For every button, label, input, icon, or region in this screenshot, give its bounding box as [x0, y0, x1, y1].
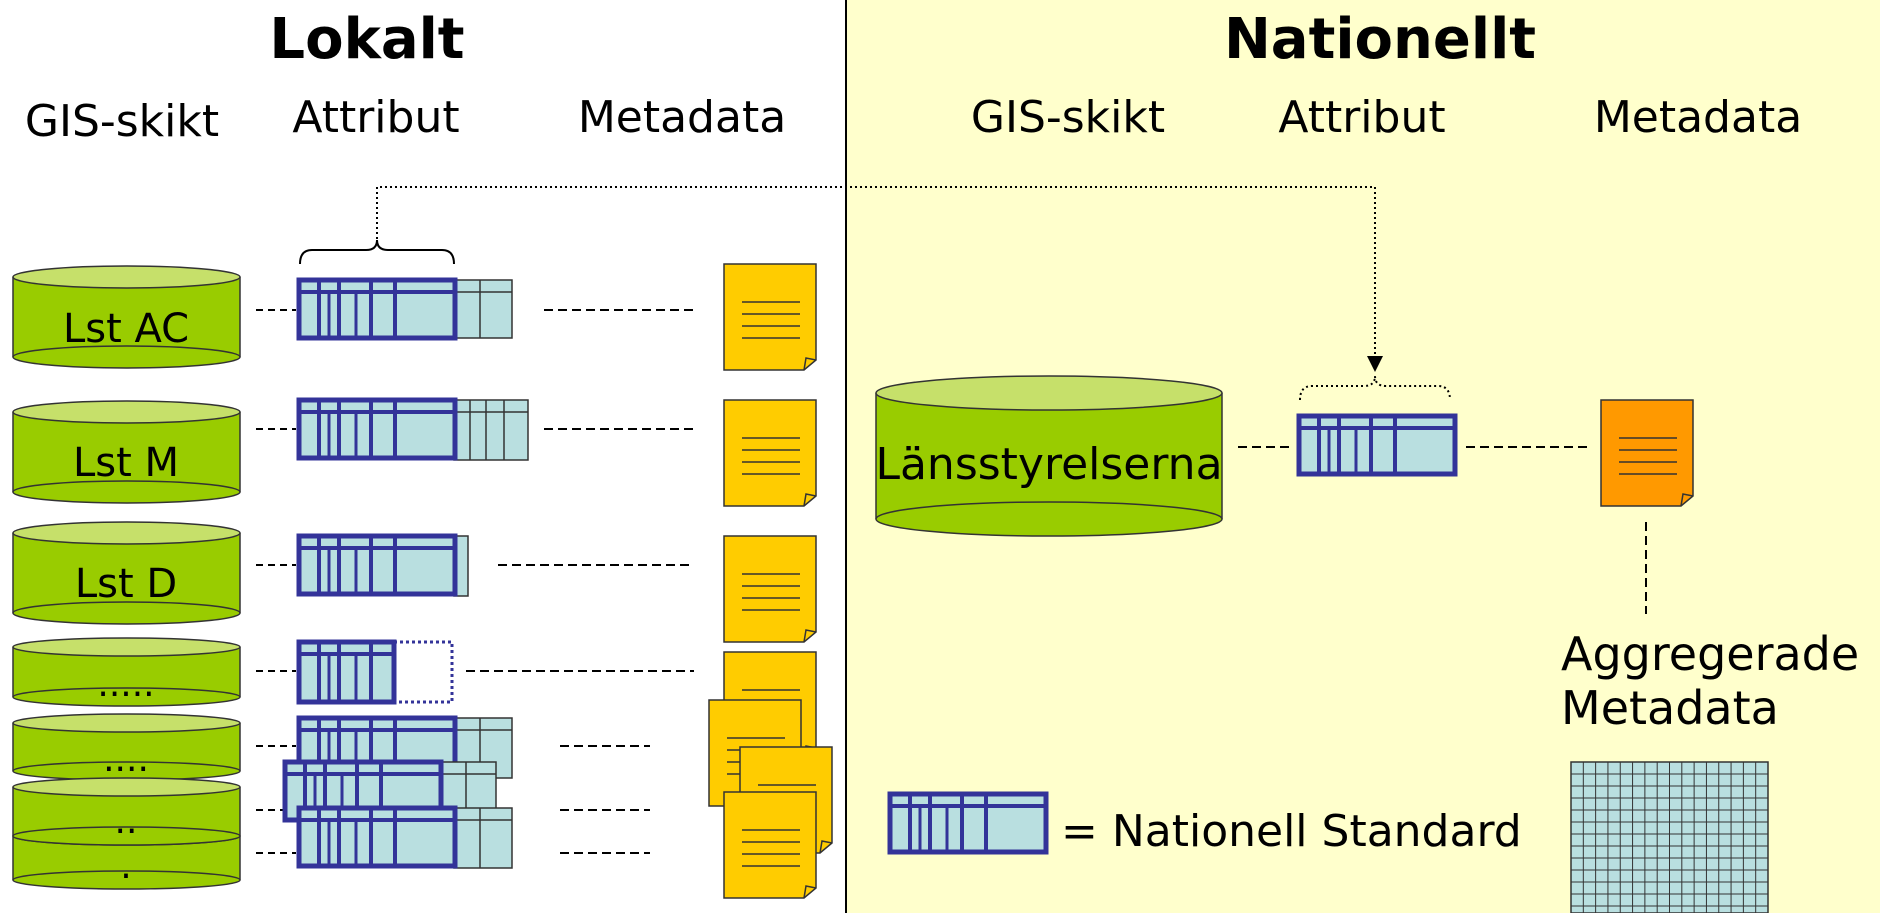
layer-label-5: .....: [97, 664, 154, 705]
aggregated-metadata-grid: [1570, 761, 1769, 913]
layer-label-2: ..: [115, 801, 138, 842]
legend-label: = Nationell Standard: [1061, 806, 1522, 857]
national-brace: [1299, 375, 1451, 401]
layer-cylinder-5: [12, 637, 241, 707]
metadata-doc-lst-d: [723, 535, 817, 643]
layer-cylinder-lst-ac: [12, 265, 241, 369]
layer-label-1: .: [120, 846, 131, 887]
local-gis-attr-links: [256, 309, 296, 854]
local-header-meta: Metadata: [578, 92, 786, 143]
aggregated-metadata-doc: [1600, 399, 1694, 507]
layer-cylinder-lst-d: [12, 521, 241, 625]
local-brace: [299, 239, 455, 265]
attribute-table-partial: [296, 639, 454, 705]
legend-standard-table: [890, 794, 1046, 852]
national-database-cylinder: [875, 375, 1223, 537]
layer-cylinder-stack: [12, 777, 241, 890]
national-database-label: Länsstyrelserna: [875, 439, 1222, 490]
national-header-meta: Metadata: [1594, 92, 1802, 143]
national-header-gis: GIS-skikt: [971, 92, 1165, 143]
layer-label-4: ....: [103, 739, 149, 780]
local-attr-meta-links: [466, 309, 694, 854]
attribute-table-lst-d: [299, 536, 469, 597]
attribute-table-lst-ac: [299, 280, 513, 338]
layer-label-lst-d: Lst D: [75, 561, 177, 607]
local-title: Lokalt: [269, 7, 464, 72]
connector-arrowhead: [1367, 356, 1383, 372]
standard-connector: [376, 186, 1376, 360]
aggregated-label-line1: Aggregerade: [1561, 627, 1859, 681]
attribute-table-stack: [285, 718, 513, 869]
layer-cylinder-4: [12, 713, 241, 781]
layer-cylinder-lst-m: [12, 400, 241, 504]
metadata-doc-lst-m: [723, 399, 817, 507]
layer-label-lst-m: Lst M: [73, 440, 179, 486]
local-header-gis: GIS-skikt: [25, 96, 219, 147]
metadata-doc-lst-ac: [723, 263, 817, 371]
national-attribute-table: [1299, 416, 1455, 474]
national-header-attr: Attribut: [1278, 92, 1445, 143]
layer-label-lst-ac: Lst AC: [63, 306, 189, 352]
national-links: [1238, 446, 1647, 614]
metadata-doc-7: [723, 791, 817, 899]
attribute-table-lst-m: [299, 400, 529, 461]
local-header-attr: Attribut: [292, 92, 459, 143]
aggregated-label-line2: Metadata: [1561, 681, 1779, 735]
national-title: Nationellt: [1224, 7, 1536, 72]
